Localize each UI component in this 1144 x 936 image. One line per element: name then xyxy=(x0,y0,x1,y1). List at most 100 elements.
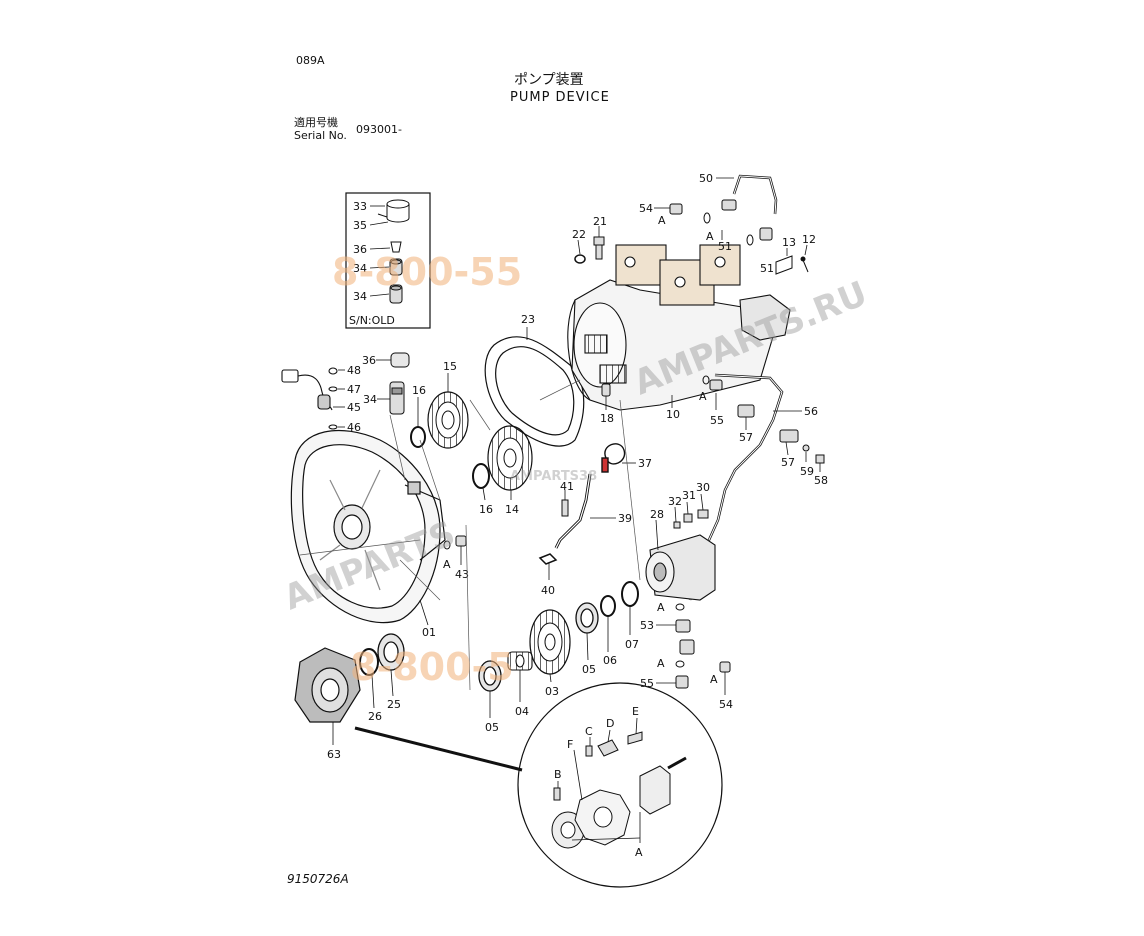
callout-05: 05 xyxy=(582,663,596,676)
callout-16: 16 xyxy=(412,384,426,397)
callout-57: 57 xyxy=(739,431,753,444)
label-a: A xyxy=(635,846,643,859)
callout-03: 03 xyxy=(545,685,559,698)
fitting-55-lower xyxy=(675,639,695,689)
callout-57: 57 xyxy=(781,456,795,469)
callout-34: 34 xyxy=(353,290,367,303)
label-c: C xyxy=(585,725,593,738)
bolt-12 xyxy=(800,256,809,273)
snap-ring-26 xyxy=(359,648,379,676)
callout-05: 05 xyxy=(485,721,499,734)
bolt-21 xyxy=(593,236,605,260)
watermark-phone-bottom: 8-800-5 xyxy=(350,645,514,689)
inset-fitting-36 xyxy=(390,241,402,253)
callout-63: 63 xyxy=(327,748,341,761)
bolt-59 xyxy=(802,444,810,452)
title-english: PUMP DEVICE xyxy=(510,90,610,105)
callout-13: 13 xyxy=(782,236,796,249)
fitting-18 xyxy=(601,383,611,397)
callout-55: 55 xyxy=(710,414,724,427)
callout-40: 40 xyxy=(541,584,555,597)
label-a: A xyxy=(699,390,707,403)
seal-06 xyxy=(600,595,616,617)
callout-53: 53 xyxy=(640,619,654,632)
callout-01: 01 xyxy=(422,626,436,639)
snap-ring-07 xyxy=(621,581,639,607)
callout-15: 15 xyxy=(443,360,457,373)
snap-ring-16-lower xyxy=(472,463,490,489)
serial-label-english: Serial No. xyxy=(294,129,347,142)
elbow-fittings-51 xyxy=(703,199,773,246)
label-a: A xyxy=(443,558,451,571)
inset-old-parts-box: 33 35 36 34 34 S/N:OLD xyxy=(345,192,431,329)
bearing-25 xyxy=(377,633,405,671)
inset-caption: S/N:OLD xyxy=(349,314,395,327)
callout-18: 18 xyxy=(600,412,614,425)
callout-35: 35 xyxy=(353,219,367,232)
cap-part-36 xyxy=(390,352,410,368)
callout-45: 45 xyxy=(347,401,361,414)
callout-23: 23 xyxy=(521,313,535,326)
sensor-harness xyxy=(281,367,338,430)
label-a: A xyxy=(657,657,665,670)
gear-03 xyxy=(529,609,571,675)
callout-21: 21 xyxy=(593,215,607,228)
bracket-13 xyxy=(775,255,793,275)
bolt-41 xyxy=(561,499,569,517)
label-e: E xyxy=(632,705,639,718)
plug-54-lower xyxy=(719,661,731,673)
elbow-fittings-55-upper xyxy=(702,375,723,391)
label-a: A xyxy=(706,230,714,243)
callout-34: 34 xyxy=(353,262,367,275)
callout-43: 43 xyxy=(455,568,469,581)
main-pump-assembly-10 xyxy=(567,244,791,411)
page-code: 089A xyxy=(296,54,325,67)
callout-51: 51 xyxy=(718,240,732,253)
inset-fitting-34a xyxy=(389,258,403,276)
title-japanese: ポンプ装置 xyxy=(514,72,584,88)
serial-label-japanese: 適用号機 xyxy=(294,116,338,129)
callout-31: 31 xyxy=(682,489,696,502)
callout-34: 34 xyxy=(363,393,377,406)
callout-50: 50 xyxy=(699,172,713,185)
callout-47: 47 xyxy=(347,383,361,396)
bearing-05-upper xyxy=(575,602,599,634)
callout-12: 12 xyxy=(802,233,816,246)
washer-22 xyxy=(574,254,586,264)
callout-28: 28 xyxy=(650,508,664,521)
callout-25: 25 xyxy=(387,698,401,711)
label-d: D xyxy=(606,717,614,730)
callout-54: 54 xyxy=(639,202,653,215)
callout-04: 04 xyxy=(515,705,529,718)
callout-59: 59 xyxy=(800,465,814,478)
label-a: A xyxy=(710,673,718,686)
plug-54-top xyxy=(669,203,683,215)
callout-55: 55 xyxy=(640,677,654,690)
callout-30: 30 xyxy=(696,481,710,494)
gear-pump-28 xyxy=(645,534,716,601)
pump-housing-01 xyxy=(290,429,446,624)
label-a: A xyxy=(657,601,665,614)
watermark-brand-box: AMPARTS38 xyxy=(510,469,597,484)
callout-36: 36 xyxy=(362,354,376,367)
bolts-30-32 xyxy=(673,509,709,529)
callout-48: 48 xyxy=(347,364,361,377)
serial-value: 093001- xyxy=(356,123,402,136)
callout-07: 07 xyxy=(625,638,639,651)
gasket-23 xyxy=(484,336,585,447)
callout-26: 26 xyxy=(368,710,382,723)
coupling-detail-view xyxy=(354,682,723,888)
gear-14 xyxy=(487,425,533,491)
callout-58: 58 xyxy=(814,474,828,487)
callout-16: 16 xyxy=(479,503,493,516)
hose-37 xyxy=(601,443,626,473)
clamp-57-upper xyxy=(737,404,755,418)
label-b: B xyxy=(554,768,562,781)
callout-51: 51 xyxy=(760,262,774,275)
callout-36: 36 xyxy=(353,243,367,256)
snap-ring-16-upper xyxy=(410,426,426,448)
bracket-40 xyxy=(538,553,558,565)
valve-part-34 xyxy=(389,381,405,415)
callout-22: 22 xyxy=(572,228,586,241)
callout-10: 10 xyxy=(666,408,680,421)
